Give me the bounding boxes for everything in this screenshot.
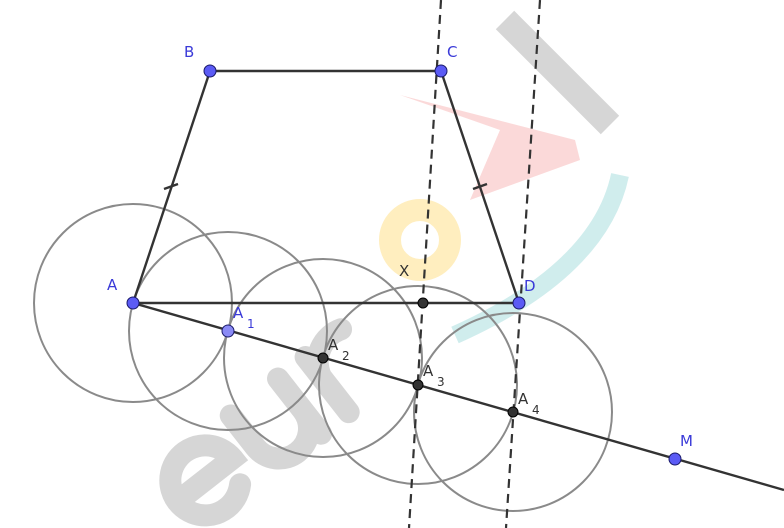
- circle-a4[interactable]: [413, 312, 613, 512]
- label-a1: A: [233, 304, 244, 322]
- watermark-o: [379, 199, 461, 281]
- watermark-k: [400, 95, 580, 200]
- point-c[interactable]: [434, 64, 448, 78]
- point-a[interactable]: [126, 296, 140, 310]
- watermark-u: [219, 367, 333, 470]
- tick-mark-cd: [472, 182, 488, 191]
- parallel-line-a4d[interactable]: [504, 0, 542, 528]
- point-a4[interactable]: [507, 406, 519, 418]
- label-a2-subscript: 2: [342, 349, 350, 363]
- trapezoid-abcd: [131, 69, 521, 305]
- label-d: D: [524, 277, 536, 295]
- circle-a2[interactable]: [223, 258, 423, 458]
- tick-mark-ab: [163, 182, 179, 191]
- watermark-eur: [159, 318, 360, 527]
- point-a2[interactable]: [317, 352, 329, 364]
- point-d[interactable]: [512, 296, 526, 310]
- label-a: A: [107, 276, 118, 294]
- circle-a1[interactable]: [128, 231, 328, 431]
- points: [126, 64, 682, 466]
- point-x[interactable]: [417, 297, 429, 309]
- label-b: B: [184, 43, 194, 61]
- label-a3-subscript: 3: [437, 375, 445, 389]
- point-b[interactable]: [203, 64, 217, 78]
- parallel-line-a3x[interactable]: [407, 0, 443, 528]
- point-a1[interactable]: [221, 324, 235, 338]
- watermark-swoosh: [451, 172, 629, 344]
- point-a3[interactable]: [412, 379, 424, 391]
- point-m[interactable]: [668, 452, 682, 466]
- label-a1-subscript: 1: [247, 317, 255, 331]
- label-x: X: [399, 262, 409, 280]
- label-a4-subscript: 4: [532, 403, 540, 417]
- label-c: C: [447, 43, 457, 61]
- label-a3: A: [423, 362, 434, 380]
- watermark: [159, 10, 629, 527]
- label-m: M: [680, 432, 693, 450]
- circle-a3[interactable]: [318, 285, 518, 485]
- label-a4: A: [518, 390, 529, 408]
- watermark-r: [294, 318, 360, 424]
- watermark-i: [495, 10, 620, 135]
- watermark-e: [159, 434, 252, 527]
- label-a2: A: [328, 336, 339, 354]
